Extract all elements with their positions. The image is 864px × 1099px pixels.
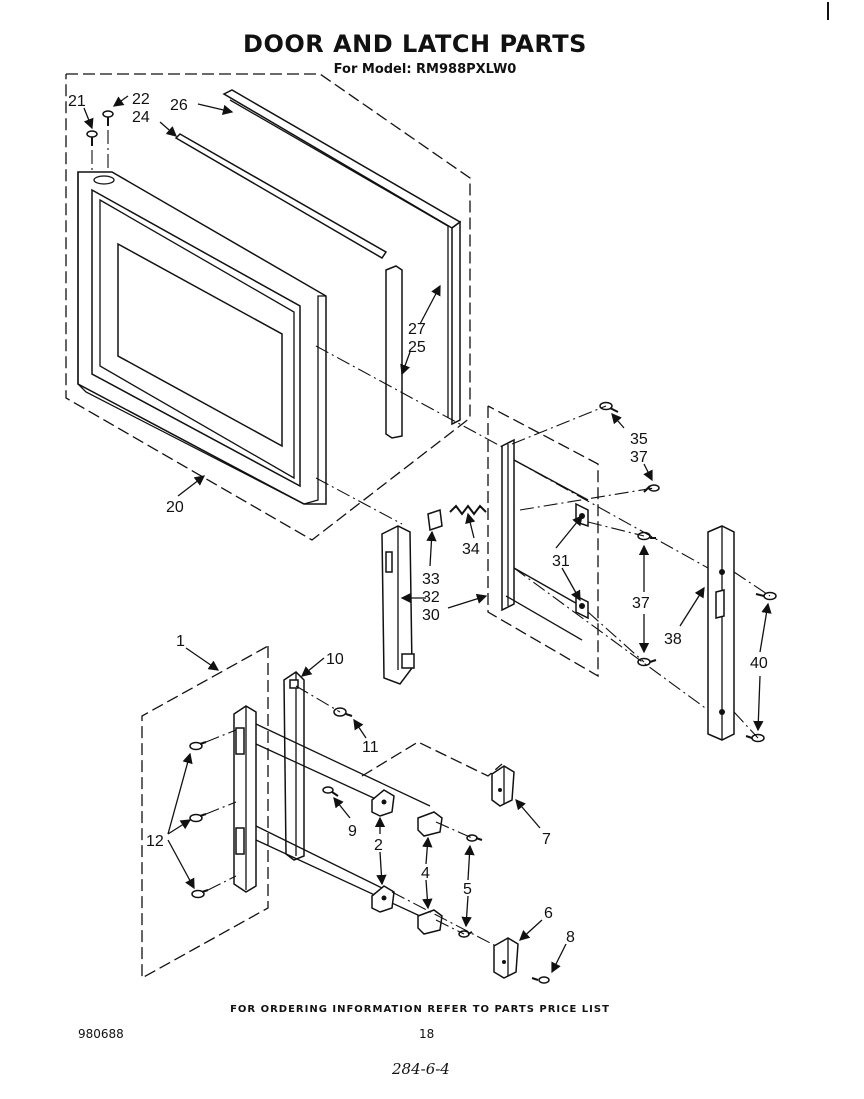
callout-35: 35 [630,431,648,448]
door-frame-part-20 [77,171,327,505]
switch-part-6 [493,937,519,979]
callout-38: 38 [664,631,682,648]
screw-part-37-lower [637,657,657,667]
button-part-33 [427,508,443,532]
screw-part-22 [102,110,114,168]
latch-lever-part-31-upper [575,502,589,528]
switch-part-4-upper [417,811,443,837]
interlock-assembly-boundary [141,645,503,980]
screw-part-21 [86,130,98,170]
actuator-part-2-upper [371,789,395,817]
callout-11: 11 [362,739,379,756]
callout-31: 31 [552,553,570,570]
leader-lines [83,95,772,974]
callout-22: 22 [132,91,150,108]
callout-30: 30 [422,607,440,624]
switch-part-7 [491,765,515,807]
callout-5: 5 [463,881,472,898]
callout-20: 20 [166,499,184,516]
callout-25: 25 [408,339,426,356]
callout-2: 2 [374,837,383,854]
screw-part-12-bottom [191,889,209,899]
mounting-bracket-part-10 [283,671,305,861]
screw-part-5-upper [466,834,483,842]
alignment-lines-lower [205,685,497,947]
latch-lever-part-31-lower [575,594,589,620]
callout-6: 6 [544,905,553,922]
choke-cover-part-26 [222,89,462,426]
callout-4: 4 [421,865,430,882]
latch-assembly-boundary [487,405,599,678]
switch-bracket-part-1 [233,705,431,917]
screw-part-8 [531,976,550,984]
alignment-lines-middle [315,345,771,739]
callout-26: 26 [170,97,188,114]
handwritten-note: 284-6-4 [392,1060,450,1078]
callout-1: 1 [176,633,185,650]
callout-27: 27 [408,321,426,338]
hinge-bar-part-38 [707,525,735,741]
model-line: For Model: RM988PXLW0 [333,62,517,77]
callout-32: 32 [422,589,440,606]
page-title: DOOR AND LATCH PARTS [243,30,587,58]
callout-labels: 21 22 24 26 27 25 20 33 32 30 34 31 35 3… [68,91,768,946]
callout-12: 12 [146,833,164,850]
callout-21: 21 [68,93,86,110]
ordering-note: FOR ORDERING INFORMATION REFER TO PARTS … [230,1004,610,1015]
document-number: 980688 [78,1027,124,1041]
door-seal-strip-part-24 [174,133,388,260]
handle-part-32 [381,525,415,685]
callout-24: 24 [132,109,150,126]
callout-34: 34 [462,541,480,558]
screw-part-12-top [189,741,207,751]
screw-part-11 [333,707,353,717]
screw-part-9 [322,786,339,797]
actuator-part-2-lower [371,885,395,913]
screw-part-40-upper [755,591,777,601]
callout-37-side: 37 [632,595,650,612]
screw-part-12-mid [189,813,207,823]
door-assembly-boundary [65,73,471,541]
callout-8: 8 [566,929,575,946]
seal-strip-part-25 [385,265,403,439]
page-number: 18 [419,1027,435,1041]
screw-part-37-upper [643,484,660,493]
callout-7: 7 [542,831,551,848]
callout-10: 10 [326,651,344,668]
callout-33: 33 [422,571,440,588]
callout-37-top: 37 [630,449,648,466]
spring-part-34 [449,504,487,516]
switch-part-4-lower [417,909,443,935]
callout-9: 9 [348,823,357,840]
callout-40: 40 [750,655,768,672]
latch-plate-part-30 [501,438,589,641]
